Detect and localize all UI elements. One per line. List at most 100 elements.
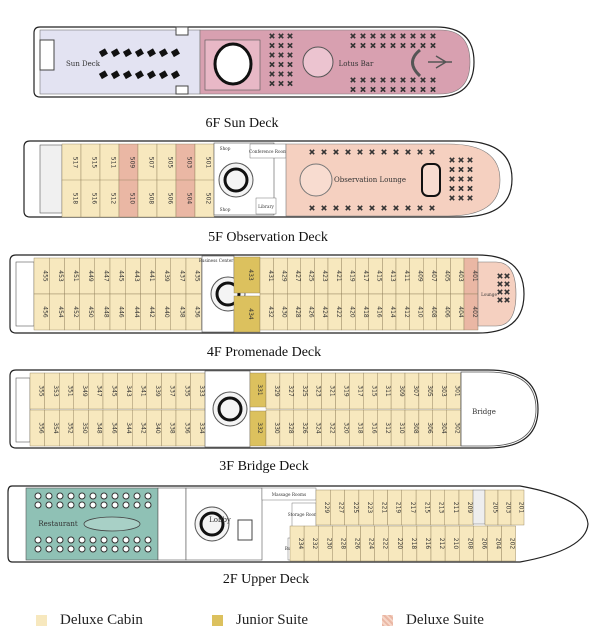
lounge-seat — [497, 289, 503, 295]
restaurant-table — [111, 492, 119, 500]
cabin-label-455: 455 — [42, 270, 49, 282]
lounge-seat — [458, 166, 464, 173]
bar-table — [350, 77, 356, 83]
bar-table — [430, 86, 436, 93]
equip-box — [175, 85, 189, 95]
cabin-label-228: 228 — [339, 538, 346, 550]
restaurant-table — [56, 492, 64, 500]
lounge-seat — [333, 205, 339, 211]
label-sun-deck: Sun Deck — [66, 60, 101, 68]
cabin-label-331: 331 — [256, 384, 263, 396]
cabin-label-414: 414 — [389, 306, 396, 318]
restaurant-table — [56, 545, 64, 553]
cabin-label-347: 347 — [96, 385, 103, 397]
bar-table — [287, 80, 293, 87]
bar-table — [287, 33, 293, 39]
lounge-seat — [381, 205, 387, 211]
bar-table — [420, 42, 426, 49]
cabin-label-305: 305 — [426, 385, 433, 397]
cabin-label-224: 224 — [368, 538, 375, 550]
bar-table — [360, 86, 366, 93]
cabin-label-411: 411 — [403, 270, 410, 282]
cabin-label-412: 412 — [403, 306, 410, 318]
cabin-label-453: 453 — [57, 270, 64, 282]
lounge-seat — [504, 273, 510, 279]
lounge-seat — [467, 157, 473, 163]
cabin-label-226: 226 — [353, 538, 360, 550]
cabin-label-449: 449 — [87, 270, 94, 282]
restaurant-table — [78, 501, 86, 509]
bar-table — [287, 61, 293, 68]
cabin-label-413: 413 — [389, 270, 396, 282]
restaurant-table — [56, 536, 64, 544]
cabin-label-419: 419 — [348, 270, 355, 282]
label-conference-room: Conference Room — [249, 149, 287, 154]
lounger — [146, 70, 156, 80]
cabin-label-516: 516 — [91, 193, 98, 205]
bar-table — [380, 33, 386, 39]
legend-label-junior-suite: Junior Suite — [236, 612, 309, 628]
bar-table — [370, 42, 376, 49]
bar-table — [269, 80, 275, 87]
cabin-label-446: 446 — [118, 306, 125, 318]
lounge-seat — [458, 176, 464, 182]
restaurant-table — [133, 536, 141, 544]
cabin-label-220: 220 — [396, 538, 403, 550]
stair-4f-spiral — [215, 281, 241, 307]
lounger — [122, 48, 132, 58]
bar-table — [410, 42, 416, 49]
cabin-label-510: 510 — [129, 193, 136, 205]
bar-table — [430, 77, 436, 83]
bar-table — [390, 42, 396, 49]
cabin-label-405: 405 — [444, 270, 451, 282]
restaurant-table — [45, 545, 53, 553]
restaurant-table — [34, 492, 42, 500]
restaurant-table — [45, 492, 53, 500]
cabin-label-433: 433 — [247, 269, 254, 281]
legend-swatch-deluxe-cabin — [36, 615, 47, 626]
bar-table — [410, 86, 416, 93]
legend: Deluxe Cabin Junior Suite Deluxe Suite — [0, 606, 590, 636]
label-massage-rooms: Massage Rooms — [272, 492, 306, 497]
cabin-label-311: 311 — [384, 385, 391, 397]
restaurant-table — [45, 501, 53, 509]
cabin-label-343: 343 — [125, 385, 132, 397]
cabin-label-333: 333 — [198, 385, 205, 397]
cabin-label-452: 452 — [72, 306, 79, 318]
cabin-label-428: 428 — [294, 306, 301, 318]
cabin-label-212: 212 — [438, 538, 445, 550]
cabin-label-229: 229 — [323, 502, 330, 514]
stair-5f-spiral — [223, 167, 249, 193]
bar-table — [380, 86, 386, 93]
lounge-seat — [369, 205, 375, 211]
stern-box — [39, 39, 55, 71]
cabin-label-326: 326 — [301, 422, 308, 434]
lounger — [134, 48, 144, 58]
cabin-label-319: 319 — [342, 385, 349, 397]
bar-table — [278, 52, 284, 58]
label-observation-lounge: Observation Lounge — [334, 176, 406, 184]
cabin-label-424: 424 — [321, 306, 328, 318]
restaurant-table — [100, 545, 108, 553]
stern-stairs — [39, 144, 63, 214]
cabin-label-204: 204 — [494, 538, 501, 550]
lounge-seat — [357, 149, 363, 155]
legend-item-junior-suite: Junior Suite — [212, 612, 308, 629]
cabin-label-206: 206 — [480, 538, 487, 550]
cabin-label-415: 415 — [376, 270, 383, 282]
cabin-label-202: 202 — [509, 538, 516, 550]
stair-3f-spiral — [217, 396, 243, 422]
cabin-label-438: 438 — [178, 306, 185, 318]
cabin-label-232: 232 — [311, 538, 318, 550]
bar-table — [370, 33, 376, 39]
cabin-label-317: 317 — [356, 385, 363, 397]
bar-table — [269, 52, 275, 58]
restaurant-table — [78, 545, 86, 553]
restaurant-table — [144, 492, 152, 500]
lounger — [110, 70, 120, 80]
storage-rooms — [291, 502, 317, 528]
restaurant-table — [133, 545, 141, 553]
cabin-label-338: 338 — [169, 422, 176, 434]
label-restaurant: Restaurant — [38, 520, 78, 528]
bar-table — [400, 77, 406, 83]
